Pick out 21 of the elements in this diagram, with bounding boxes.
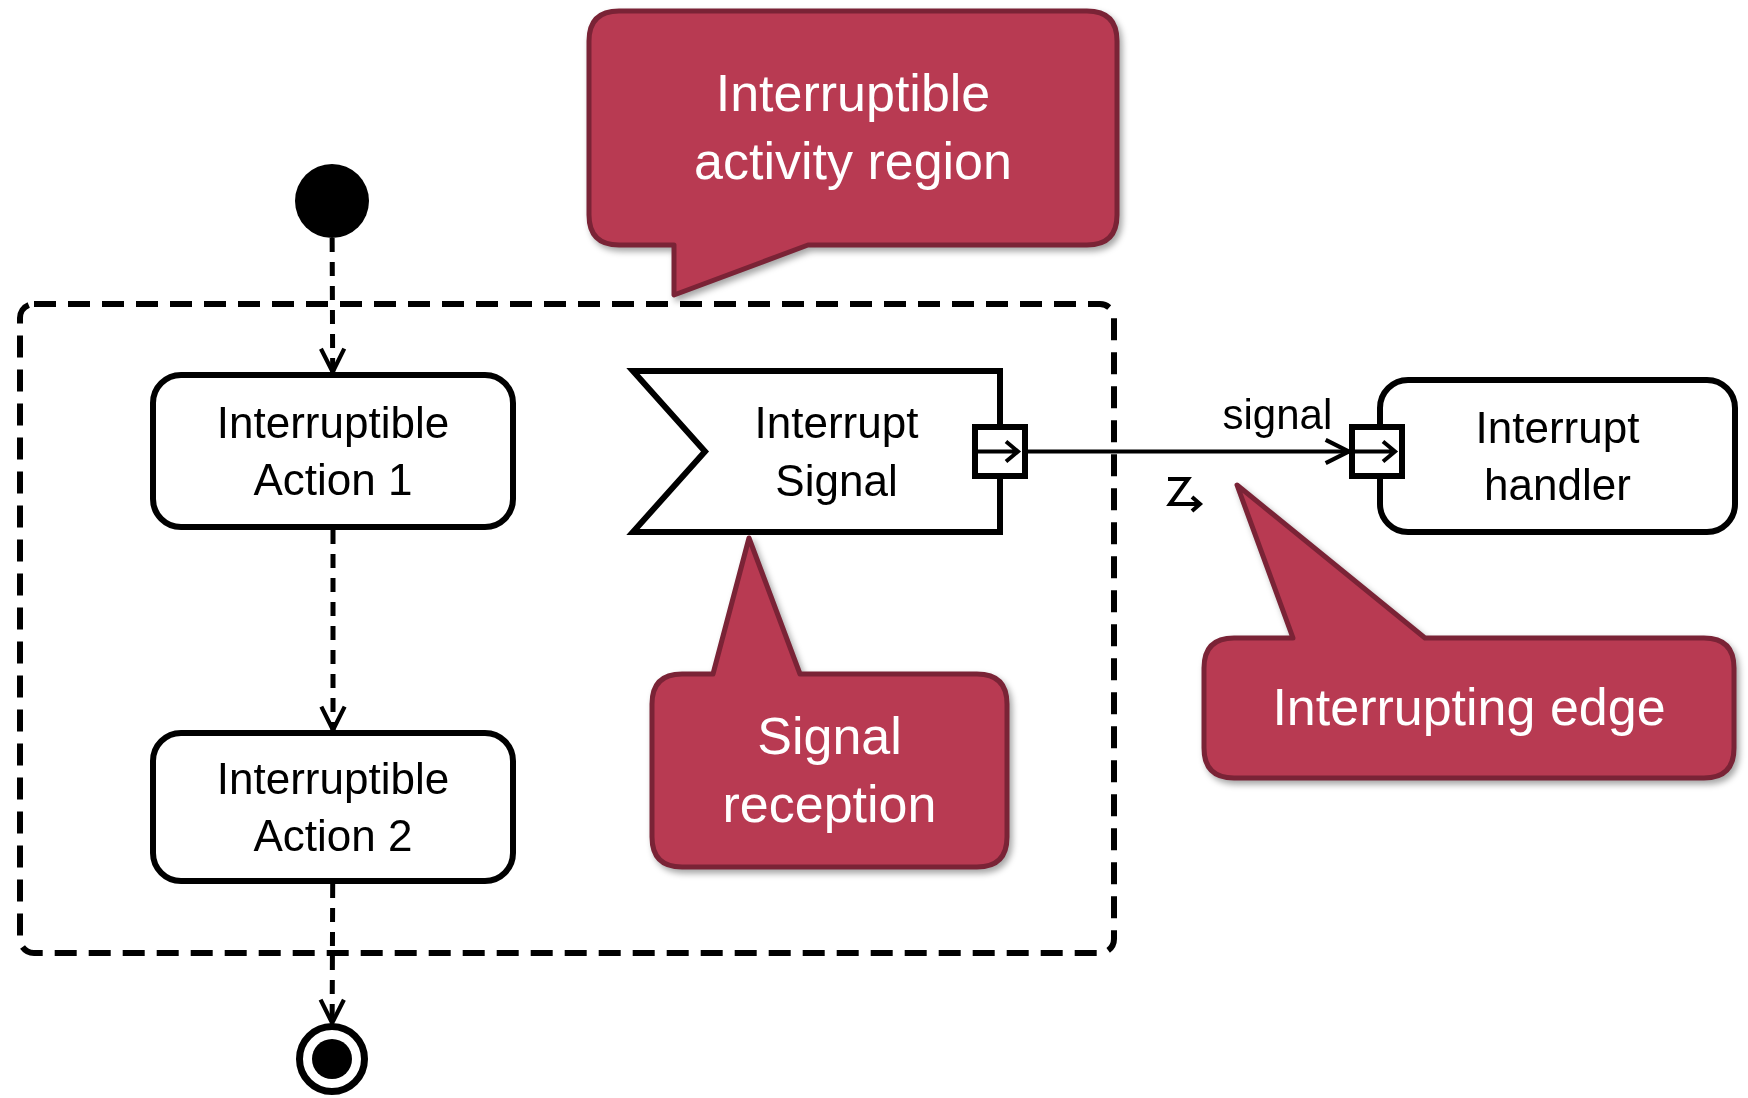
callout-text: Interrupting edge: [1272, 677, 1666, 739]
node-label: Interruptible Action 1: [215, 396, 451, 506]
action-box: [150, 730, 516, 884]
arrow: [1028, 437, 1352, 466]
node-label: Interruptible Action 2: [215, 752, 451, 862]
pin-box: [1349, 424, 1405, 479]
arrow: [318, 238, 347, 375]
node-label: Interrupt handler: [1474, 401, 1641, 511]
callout-bubble: [589, 11, 1117, 297]
arrow: [318, 884, 346, 1026]
pin-box: [972, 424, 1028, 479]
arrow: [319, 530, 347, 733]
node-label: Interrupt Signal: [753, 397, 920, 507]
callout-text: Interruptible activity region: [693, 63, 1013, 192]
action-box: [1377, 377, 1738, 535]
callout-text: Signal reception: [721, 705, 938, 835]
action-box: [150, 372, 516, 530]
initial-node: [295, 164, 369, 238]
interruptible-region: [17, 301, 1117, 956]
callout-bubble: [652, 536, 1007, 867]
final-node: [296, 1023, 368, 1095]
